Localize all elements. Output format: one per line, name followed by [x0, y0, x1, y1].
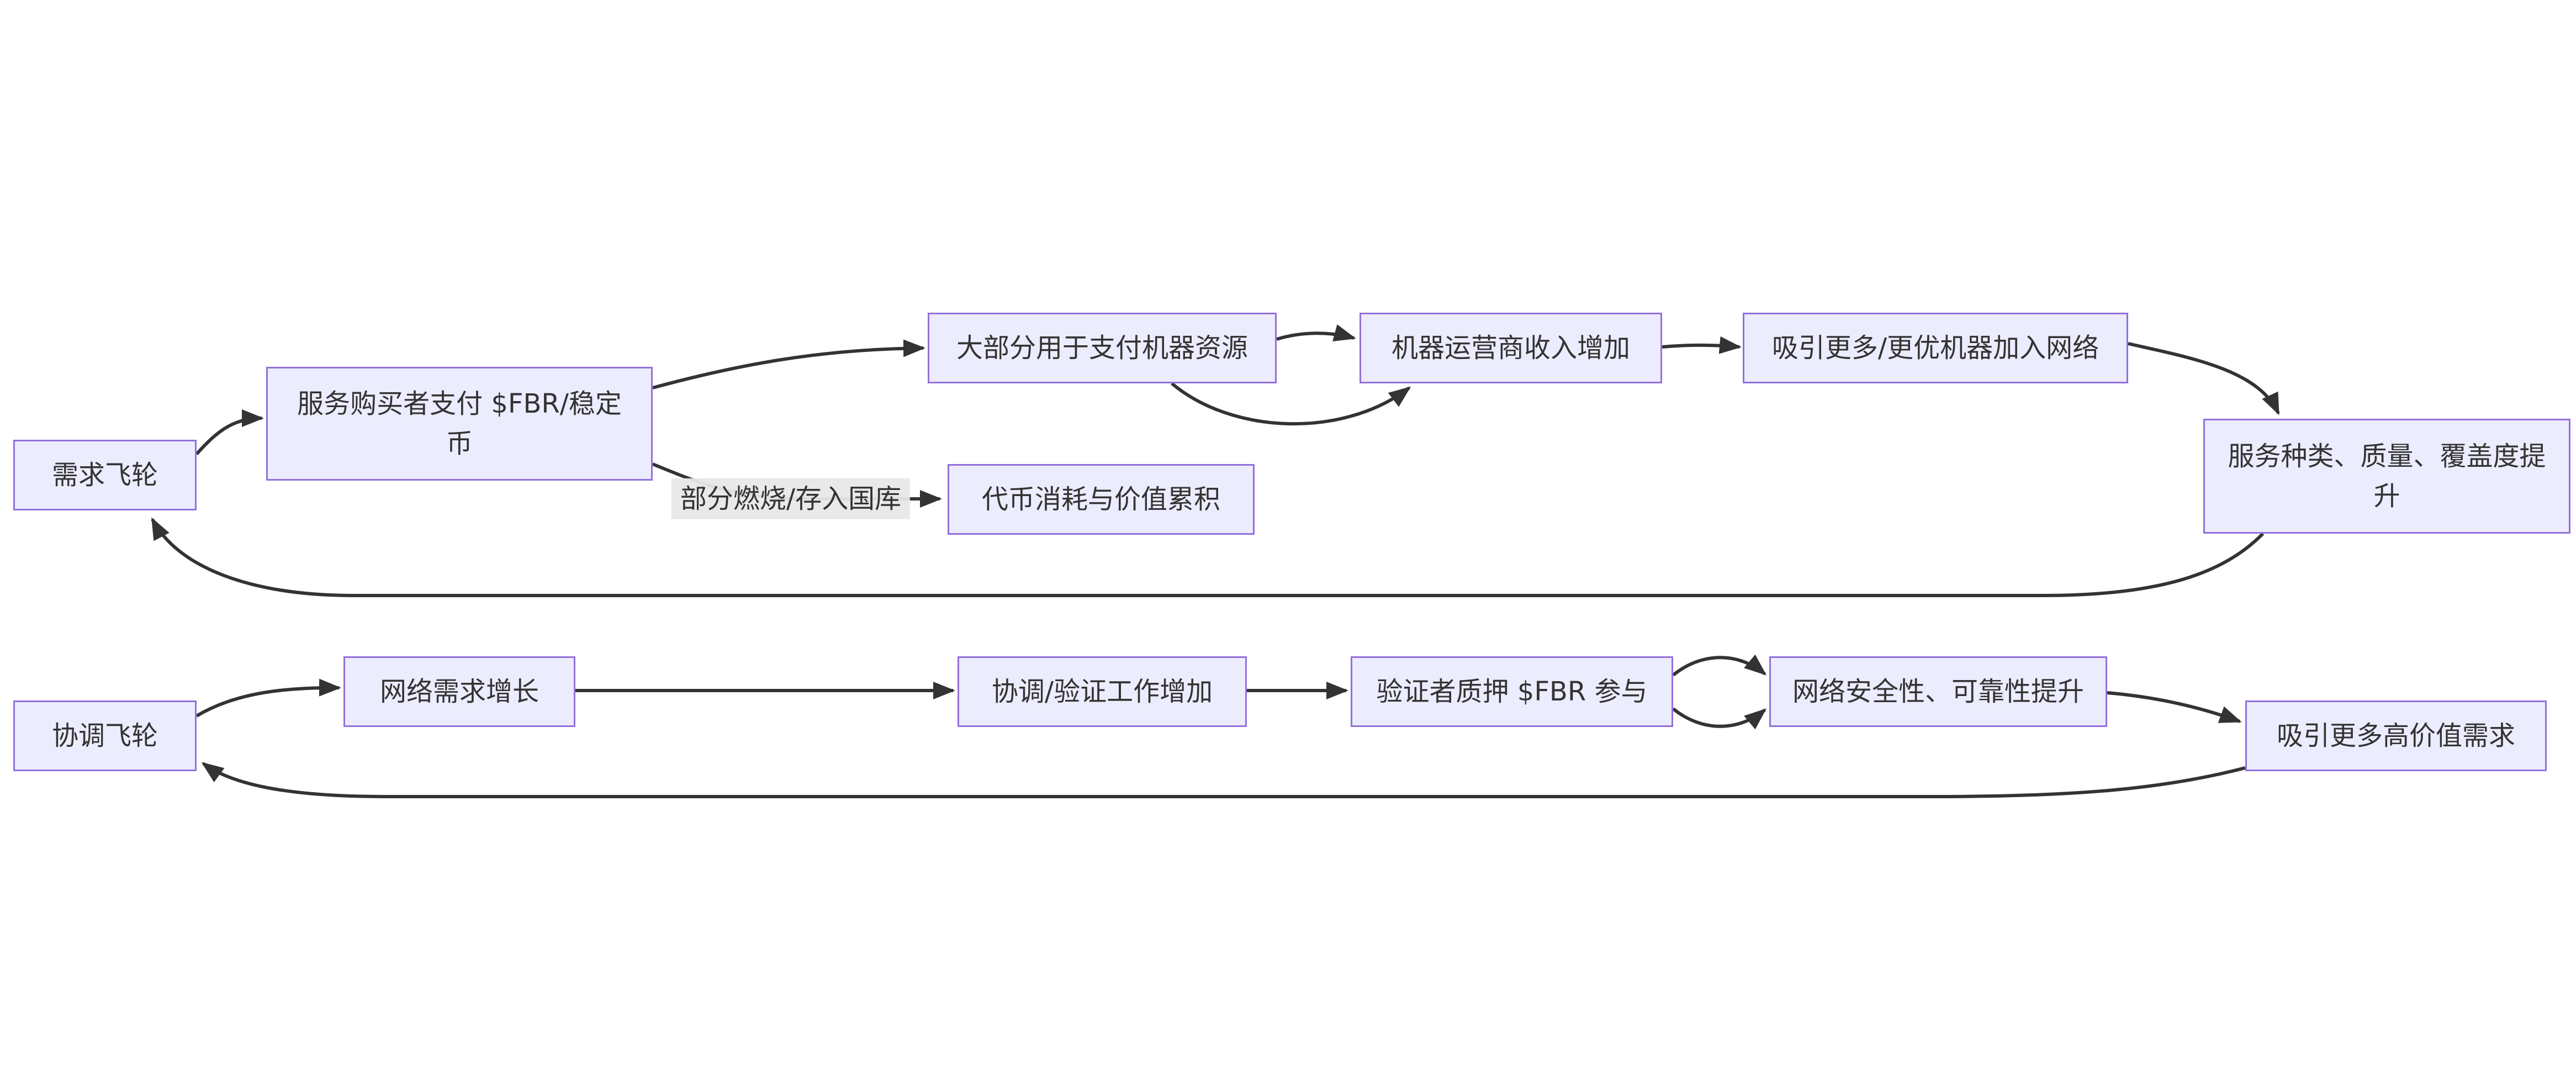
node-network-security: 网络安全性、可靠性提升 — [1769, 656, 2107, 727]
node-service-quality: 服务种类、质量、覆盖度提 升 — [2203, 419, 2570, 534]
node-machine-pay: 大部分用于支付机器资源 — [928, 313, 1277, 383]
node-token-burn: 代币消耗与价值累积 — [948, 464, 1255, 535]
edge-machine-pay-to-operator-income-lower — [1171, 382, 1411, 426]
edge-validator-stake-to-network-security-upper — [1672, 654, 1767, 677]
edge-operator-income-to-attract-machines — [1662, 336, 1742, 354]
node-coord-hub: 协调飞轮 — [13, 700, 197, 771]
node-operator-income: 机器运营商收入增加 — [1360, 313, 1662, 383]
edge-validator-stake-to-network-security-lower — [1672, 707, 1767, 730]
edge-label-burn-treasury: 部分燃烧/存入国库 — [671, 478, 911, 520]
edge-high-value-demand-to-coord-hub — [201, 762, 2246, 798]
edge-attract-machines-to-service-quality — [2128, 342, 2280, 415]
node-demand-hub: 需求飞轮 — [13, 440, 197, 510]
node-high-value-demand: 吸引更多高价值需求 — [2245, 700, 2547, 771]
node-attract-machines: 吸引更多/更优机器加入网络 — [1743, 313, 2128, 383]
edge-service-quality-to-demand-hub — [151, 517, 2265, 597]
node-buyer-pay: 服务购买者支付 $FBR/稳定 币 — [266, 367, 653, 481]
edge-coord-hub-to-network-demand — [195, 678, 341, 718]
edge-machine-pay-to-operator-income-upper — [1276, 324, 1356, 341]
node-validator-stake: 验证者质押 $FBR 参与 — [1351, 656, 1673, 727]
edge-network-security-to-high-value-demand — [2107, 691, 2242, 723]
node-coord-work: 协调/验证工作增加 — [958, 656, 1247, 727]
edge-buyer-pay-to-machine-pay — [652, 339, 925, 389]
edge-demand-hub-to-buyer-pay — [195, 409, 264, 455]
node-network-demand: 网络需求增长 — [343, 656, 575, 727]
